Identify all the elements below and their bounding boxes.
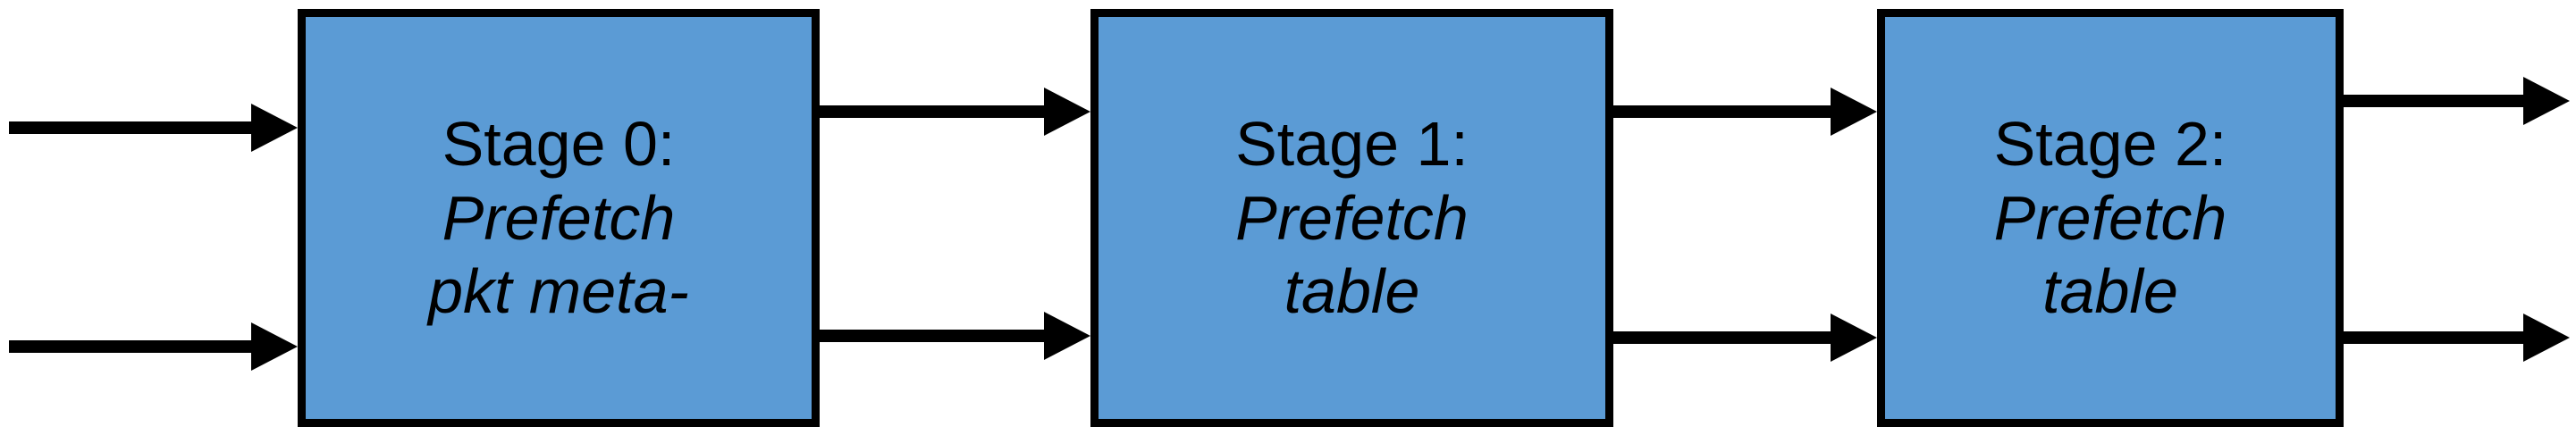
stage-box-1[interactable]: Stage 1: Prefetch table	[1090, 9, 1613, 427]
stage-0-subtitle-line-2: pkt meta-	[428, 256, 689, 327]
stage-box-2[interactable]: Stage 2: Prefetch table	[1877, 9, 2344, 427]
arrow-head	[1831, 314, 1877, 362]
arrow-head	[2523, 314, 2570, 362]
stage-0-subtitle-line-1: Prefetch	[442, 182, 676, 253]
arrow-head	[2523, 77, 2570, 125]
stage-2-subtitle-line-2: table	[2042, 256, 2178, 327]
stage-2-subtitle-line-1: Prefetch	[1993, 182, 2227, 253]
arrow-head	[1831, 88, 1877, 136]
arrow-shaft	[820, 330, 1053, 342]
arrow-head	[251, 322, 298, 371]
arrow-shaft	[9, 121, 260, 134]
arrow-shaft	[1613, 331, 1839, 344]
stage-0-title: Stage 0:	[442, 109, 676, 180]
arrow-shaft	[2344, 331, 2532, 344]
stage-1-subtitle-line-1: Prefetch	[1235, 182, 1469, 253]
stage-2-title: Stage 2:	[1993, 109, 2227, 180]
stage-1-title: Stage 1:	[1235, 109, 1469, 180]
arrow-shaft	[820, 105, 1053, 118]
stage-1-subtitle-line-2: table	[1284, 256, 1420, 327]
arrow-head	[251, 104, 298, 152]
arrow-shaft	[2344, 95, 2532, 107]
stage-box-0[interactable]: Stage 0: Prefetch pkt meta-	[298, 9, 820, 427]
arrow-head	[1044, 88, 1090, 136]
arrow-shaft	[9, 340, 260, 353]
arrow-head	[1044, 312, 1090, 360]
arrow-shaft	[1613, 105, 1839, 118]
